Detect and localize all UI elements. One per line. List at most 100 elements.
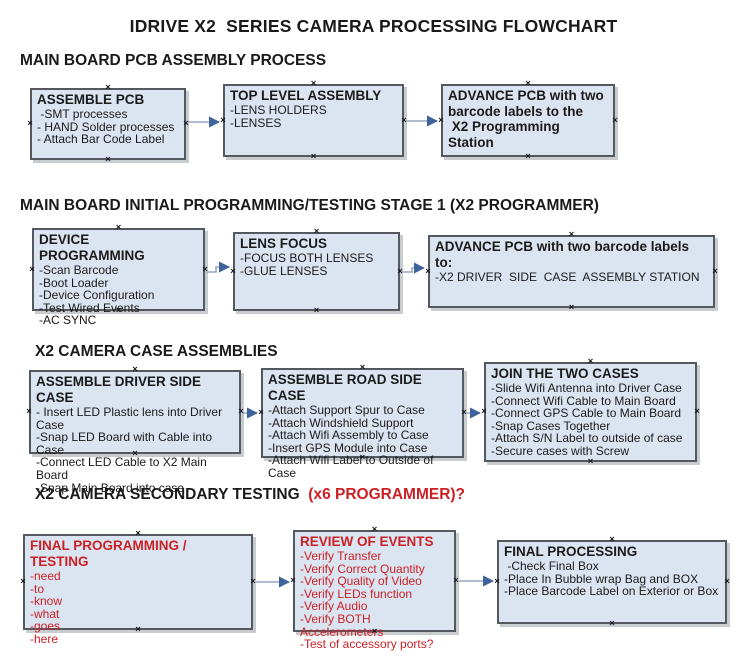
box-item: -Verify LEDs function	[300, 586, 413, 601]
box-item: -know	[30, 594, 63, 609]
connection-point-icon	[134, 530, 142, 538]
box-item: X2 Programming Station	[448, 119, 564, 150]
box-item-list: -LENS HOLDERS-LENSES	[230, 104, 397, 129]
flow-box-final-programming-testing: FINAL PROGRAMMING / TESTING -need-to-kno…	[23, 534, 253, 645]
connection-point-icon	[257, 409, 265, 417]
connection-point-icon	[313, 228, 321, 236]
box-title: ADVANCE PCB with two barcode labels to:	[435, 239, 693, 270]
box-item: -Check Final Box	[504, 559, 599, 573]
box-item: -goes	[30, 619, 61, 634]
connection-point-icon	[229, 268, 237, 276]
box-item: -Snap Main Board into case	[36, 480, 185, 495]
connection-point-icon	[219, 117, 227, 125]
connection-point-icon	[104, 156, 112, 164]
box-title: TOP LEVEL ASSEMBLY	[230, 88, 382, 103]
box-item-list: -SMT processes- HAND Solder processes- A…	[37, 108, 179, 146]
box-item: -need	[30, 569, 61, 583]
box-item-list: -Slide Wifi Antenna into Driver Case-Con…	[491, 382, 690, 458]
box-item: -GLUE LENSES	[240, 263, 328, 278]
connection-point-icon	[493, 578, 501, 586]
connection-point-icon	[587, 358, 595, 366]
box-item: -LENSES	[230, 115, 282, 130]
flow-box-assemble-driver-side-case: ASSEMBLE DRIVER SIDE CASE - Insert LED P…	[29, 370, 241, 494]
connection-point-icon	[400, 117, 408, 125]
connection-point-icon	[568, 231, 576, 239]
connection-point-icon	[524, 153, 532, 161]
box-item: -Verify Transfer	[300, 549, 382, 563]
box-title: LENS FOCUS	[240, 236, 328, 251]
connection-point-icon	[359, 364, 367, 372]
box-item: - Insert LED Plastic lens into Driver Ca…	[36, 405, 226, 432]
box-item: -Connect Wifi Cable to Main Board	[491, 393, 676, 408]
box-item: -here	[30, 631, 59, 646]
flow-box-review-of-events: REVIEW OF EVENTS -Verify Transfer-Verify…	[293, 530, 456, 650]
box-item: -Test Wired Events	[39, 300, 140, 315]
box-item: -Scan Barcode	[39, 263, 119, 277]
connection-point-icon	[201, 266, 209, 274]
connection-point-icon	[115, 224, 123, 232]
connection-point-icon	[25, 408, 33, 416]
box-item: barcode labels to the	[448, 103, 584, 119]
box-item: -Attach Windshield Support	[268, 415, 414, 430]
box-item: -Attach S/N Label to outside of case	[491, 431, 683, 446]
box-title: FINAL PROGRAMMING / TESTING	[30, 538, 191, 569]
connection-point-icon	[396, 268, 404, 276]
box-item-list: -Verify Transfer-Verify Correct Quantity…	[300, 550, 449, 651]
box-item: -Connect LED Cable to X2 Main Board	[36, 455, 211, 482]
connection-point-icon	[26, 120, 34, 128]
connection-point-icon	[131, 366, 139, 374]
connection-point-icon	[19, 578, 27, 586]
connection-point-icon	[182, 120, 190, 128]
connection-point-icon	[524, 80, 532, 88]
connection-point-icon	[608, 620, 616, 628]
connection-point-icon	[711, 268, 719, 276]
box-item: -Attach Support Spur to Case	[268, 403, 425, 417]
flow-box-advance-pcb-case-assembly: ADVANCE PCB with two barcode labels to: …	[428, 235, 715, 308]
box-title: JOIN THE TWO CASES	[491, 366, 639, 381]
connection-point-icon	[723, 578, 731, 586]
box-item: -X2 DRIVER SIDE CASE ASSEMBLY STATION	[435, 270, 700, 284]
box-item: -Snap Cases Together	[491, 418, 611, 433]
section-heading-secondary-testing: X2 CAMERA SECONDARY TESTING (x6 PROGRAMM…	[35, 486, 465, 504]
connection-point-icon	[249, 578, 257, 586]
box-item: -Verify BOTH Accelerometers	[300, 611, 384, 639]
box-item: -Boot Loader	[39, 275, 109, 290]
box-title: ASSEMBLE PCB	[37, 92, 145, 107]
connection-point-icon	[693, 408, 701, 416]
box-title: REVIEW OF EVENTS	[300, 534, 434, 549]
box-item: -Verify Correct Quantity	[300, 561, 425, 576]
box-item-list: -Attach Support Spur to Case-Attach Wind…	[268, 404, 457, 480]
box-item: - HAND Solder processes	[37, 119, 175, 134]
flow-arrow	[207, 261, 231, 273]
box-item-list: -need-to-know-what-goes-here	[30, 570, 246, 646]
page-title: IDRIVE X2 SERIES CAMERA PROCESSING FLOWC…	[129, 16, 618, 36]
box-title: DEVICE PROGRAMMING	[39, 232, 145, 263]
connection-point-icon	[104, 84, 112, 92]
box-title: FINAL PROCESSING	[504, 544, 638, 559]
connection-point-icon	[608, 536, 616, 544]
box-item: -Attach Wifi Assembly to Case	[268, 428, 429, 443]
box-item-list: -X2 DRIVER SIDE CASE ASSEMBLY STATION	[435, 271, 708, 284]
flow-box-assemble-pcb: ASSEMBLE PCB -SMT processes- HAND Solder…	[30, 88, 186, 160]
flow-box-device-programming: DEVICE PROGRAMMING -Scan Barcode-Boot Lo…	[32, 228, 205, 326]
box-item-list: - Insert LED Plastic lens into Driver Ca…	[36, 406, 234, 494]
connection-point-icon	[437, 117, 445, 125]
flow-box-lens-focus: LENS FOCUS -FOCUS BOTH LENSES-GLUE LENSE…	[233, 232, 400, 311]
box-item: -AC SYNC	[39, 313, 97, 328]
section-heading-case-assemblies: X2 CAMERA CASE ASSEMBLIES	[35, 343, 278, 360]
connection-point-icon	[371, 526, 379, 534]
box-item: -Verify Quality of Video	[300, 574, 422, 589]
connection-point-icon	[28, 266, 36, 274]
box-item-list: -Check Final Box-Place In Bubble wrap Ba…	[504, 560, 720, 598]
box-item: -LENS HOLDERS	[230, 103, 327, 117]
box-item: -Test of accessory ports?	[300, 637, 434, 652]
box-item: -Snap LED Board with Cable into Case	[36, 430, 216, 457]
box-item: -Secure cases with Screw	[491, 443, 630, 458]
connection-point-icon	[313, 307, 321, 315]
box-item: -Place Barcode Label on Exterior or Box	[504, 584, 719, 599]
box-title: ASSEMBLE DRIVER SIDE CASE	[36, 374, 205, 405]
connection-point-icon	[424, 268, 432, 276]
box-item: - Attach Bar Code Label	[37, 132, 165, 147]
